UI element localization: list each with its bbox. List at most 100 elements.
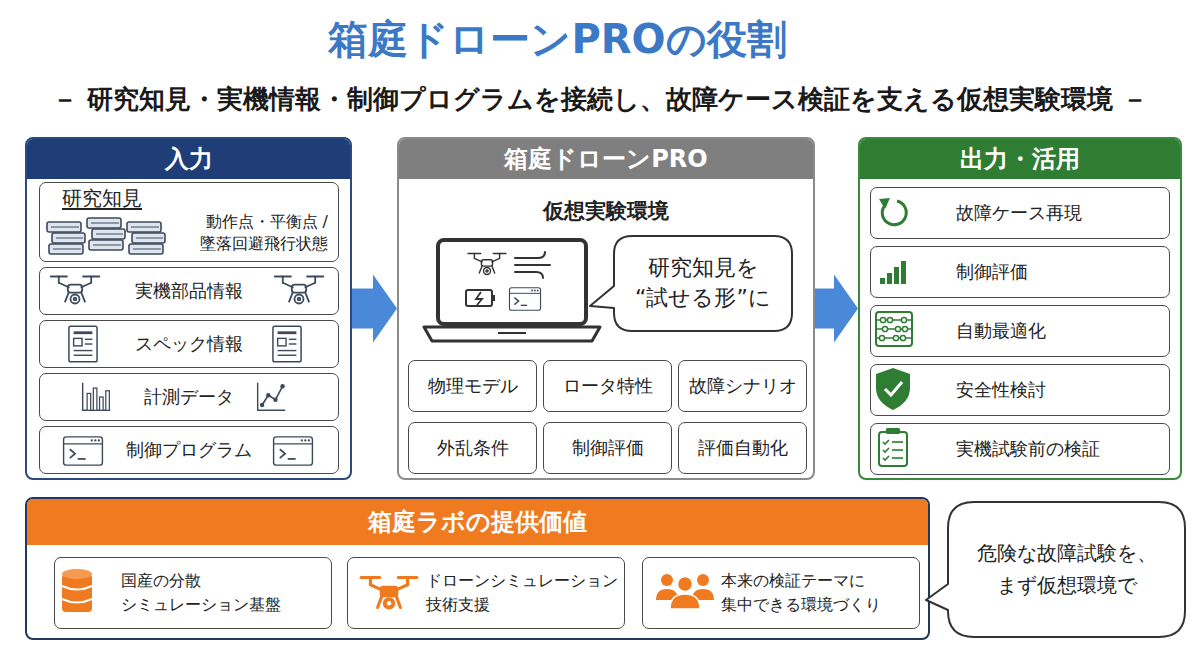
node-label: スペック情報 xyxy=(40,321,338,367)
drone-icon xyxy=(51,277,100,304)
feature-box: 故障シナリオ xyxy=(678,360,807,412)
drone-icon xyxy=(275,277,324,304)
cycle-icon xyxy=(879,198,906,225)
checklist-icon xyxy=(892,441,903,443)
laptop-illustration xyxy=(424,240,600,341)
document-icon xyxy=(273,326,301,362)
books-icon xyxy=(87,218,125,250)
bar-icon xyxy=(894,267,899,284)
laptop-illustration xyxy=(424,327,600,341)
panel-header: 入力 xyxy=(27,139,350,179)
abacus-icon xyxy=(880,317,885,322)
input-item: 制御プログラム xyxy=(39,426,339,474)
shield-icon xyxy=(876,368,910,410)
people-icon xyxy=(656,589,678,600)
value-item: 国産の分散 シミュレーション基盤 xyxy=(54,557,332,629)
input-item: 実機部品情報 xyxy=(39,267,339,315)
input-item: スペック情報 xyxy=(39,320,339,368)
node-label: 計測データ xyxy=(40,374,338,420)
checklist-icon xyxy=(883,440,889,444)
node-label: 物理モデル xyxy=(409,361,536,411)
people-icon xyxy=(670,594,700,609)
input-panel: 入力研究知見動作点・平衡点 / 墜落回避飛行状態実機部品情報スペック情報計測デー… xyxy=(25,137,352,480)
people-icon xyxy=(692,589,714,600)
panel-header: 出力・活用 xyxy=(860,139,1180,179)
node-label: 制御評価 xyxy=(544,423,671,473)
feature-box: ロータ特性 xyxy=(543,360,672,412)
input-item: 計測データ xyxy=(39,373,339,421)
laptop-illustration xyxy=(515,252,550,278)
database-icon xyxy=(62,586,92,603)
value-item: 本来の検証テーマに 集中できる環境づくり xyxy=(642,557,920,629)
people-icon xyxy=(661,574,673,586)
drone-icon xyxy=(51,277,324,304)
people-icon xyxy=(678,577,693,592)
node-label: 国産の分散 シミュレーション基盤 xyxy=(121,569,301,617)
node-label: 実機部品情報 xyxy=(40,268,338,314)
bubble-outline xyxy=(590,236,792,331)
laptop-illustration xyxy=(515,264,550,266)
books-icon xyxy=(127,222,165,254)
feature-box: 物理モデル xyxy=(408,360,537,412)
document-icon xyxy=(69,326,97,362)
bar-icon xyxy=(901,261,906,284)
checklist-icon xyxy=(883,448,889,452)
box-detail: 動作点・平衡点 / 墜落回避飛行状態 xyxy=(178,211,328,255)
node-label: 実機試験前の検証 xyxy=(956,424,1165,474)
terminal-icon xyxy=(274,437,313,465)
laptop-illustration xyxy=(515,252,545,258)
shield-icon xyxy=(885,382,902,395)
drone-icon xyxy=(361,578,417,610)
terminal-icon xyxy=(64,437,103,465)
speech-bubble: 危険な故障試験を、 まず仮想環境で xyxy=(948,502,1185,637)
laptop-illustration xyxy=(515,272,543,278)
output-item: 安全性検討 xyxy=(870,364,1170,416)
database-icon xyxy=(62,569,92,612)
bubble-outline xyxy=(948,502,1185,637)
subtitle: － 研究知見・実機情報・制御プログラムを接続し、故障ケース検証を支える仮想実験環… xyxy=(0,82,1200,117)
output-item: 故障ケース再現 xyxy=(870,187,1170,239)
abacus-icon xyxy=(876,319,912,321)
node-label: 安全性検討 xyxy=(956,365,1165,415)
value-panel: 箱庭ラボの提供価値国産の分散 シミュレーション基盤ドローンシミュレーション 技術… xyxy=(25,497,930,640)
abacus-icon xyxy=(876,328,912,330)
cycle-icon xyxy=(882,201,906,225)
node-label: 故障ケース再現 xyxy=(956,188,1165,238)
checklist-icon xyxy=(892,449,903,451)
checklist-icon xyxy=(883,456,889,460)
bar-icon xyxy=(887,273,892,284)
terminal-icon xyxy=(64,437,313,465)
bubble-outline xyxy=(926,502,1185,637)
knowledge-box: 研究知見動作点・平衡点 / 墜落回避飛行状態 xyxy=(39,182,339,262)
abacus-icon xyxy=(879,317,907,340)
section-subheading: 仮想実験環境 xyxy=(399,197,813,225)
chart-icon xyxy=(83,383,286,411)
abacus-icon xyxy=(893,335,898,340)
block-arrow xyxy=(352,275,397,343)
node-label: 制御評価 xyxy=(956,247,1165,297)
node-label: 制御プログラム xyxy=(40,427,338,473)
laptop-illustration xyxy=(466,290,492,306)
abacus-icon xyxy=(901,317,906,322)
node-label: 評価自動化 xyxy=(679,423,806,473)
books-icon xyxy=(47,218,165,254)
abacus-icon xyxy=(876,312,912,346)
checklist-icon xyxy=(892,457,903,459)
speech-bubble: 研究知見を “試せる形”に xyxy=(614,236,792,331)
node-label: 危険な故障試験を、 まず仮想環境で xyxy=(948,537,1185,601)
block-arrow xyxy=(815,275,858,343)
bar-icon xyxy=(880,278,885,284)
output-item: 実機試験前の検証 xyxy=(870,423,1170,475)
abacus-icon xyxy=(876,312,912,346)
abacus-icon xyxy=(882,326,887,331)
output-item: 制御評価 xyxy=(870,246,1170,298)
cycle-icon xyxy=(879,198,890,209)
laptop-illustration xyxy=(476,292,482,305)
value-item: ドローンシミュレーション 技術支援 xyxy=(347,557,625,629)
laptop-illustration xyxy=(498,332,526,334)
database-icon xyxy=(62,569,92,579)
abacus-icon xyxy=(895,326,900,331)
database-icon xyxy=(62,574,92,612)
chart-icon xyxy=(258,383,286,411)
